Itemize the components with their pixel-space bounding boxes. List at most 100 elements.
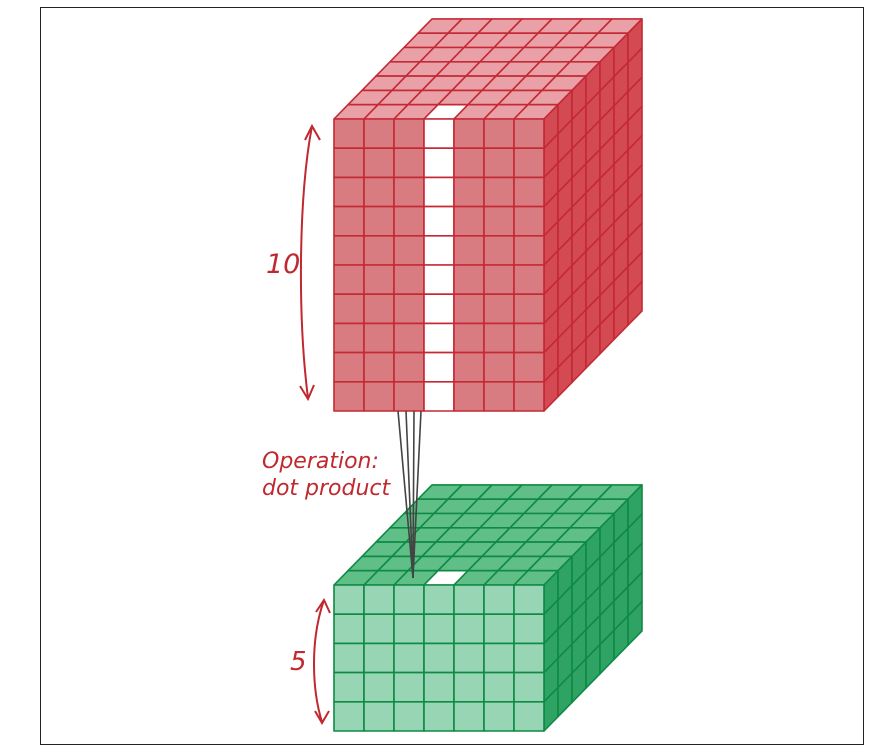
front-cell [483, 147, 515, 179]
front-cell [393, 700, 425, 732]
highlight-front-cell [423, 293, 455, 325]
front-cell [483, 351, 515, 383]
height-label-top: 10 [266, 249, 300, 280]
front-cell [453, 700, 485, 732]
front-cell [453, 380, 485, 412]
front-cell [393, 613, 425, 645]
front-cell [363, 235, 395, 266]
side-cell [627, 280, 643, 327]
front-cell [333, 351, 365, 383]
operation-label-line2: dot product [262, 476, 392, 501]
front-cell [453, 176, 485, 208]
front-cell [333, 205, 365, 237]
front-cell [363, 671, 395, 703]
height-arrow-top-head-up [304, 123, 321, 141]
front-cell [393, 147, 425, 179]
front-cell [513, 176, 545, 208]
front-cell [333, 671, 365, 703]
height-arrow-bottom [313, 599, 325, 723]
height-arrow-bottom-head-down [314, 710, 330, 725]
front-cell [423, 642, 455, 674]
front-cell [333, 584, 365, 616]
front-cell [483, 700, 515, 732]
front-cell [393, 176, 425, 208]
front-cell [453, 118, 485, 149]
front-cell [453, 671, 485, 703]
front-cell [333, 613, 365, 645]
front-cell [453, 642, 485, 674]
front-cell [363, 118, 395, 149]
front-cell [363, 380, 395, 412]
highlight-front-cell [423, 118, 455, 149]
front-cell [393, 322, 425, 354]
highlight-front-cell [423, 205, 455, 237]
front-cell [483, 176, 515, 208]
front-cell [333, 293, 365, 325]
front-cell [363, 264, 395, 296]
front-cell [393, 380, 425, 412]
front-cell [393, 671, 425, 703]
front-cell [423, 584, 455, 616]
front-cell [393, 118, 425, 149]
front-cell [453, 293, 485, 325]
connector-line [405, 410, 414, 579]
front-cell [423, 613, 455, 645]
dot-product-connectors [397, 410, 422, 579]
highlight-front-cell [423, 322, 455, 354]
front-cell [513, 380, 545, 412]
highlight-front-cell [423, 264, 455, 296]
height-arrow-top [299, 125, 313, 399]
connector-line [412, 410, 415, 579]
front-cell [363, 613, 395, 645]
operation-label-line1: Operation: [262, 449, 379, 474]
front-cell [393, 264, 425, 296]
front-cell [513, 671, 545, 703]
front-cell [483, 584, 515, 616]
front-cell [333, 176, 365, 208]
front-cell [513, 613, 545, 645]
front-cell [393, 235, 425, 266]
front-cell [363, 700, 395, 732]
front-cell [393, 642, 425, 674]
front-cell [453, 322, 485, 354]
front-cell [423, 671, 455, 703]
front-cell [453, 584, 485, 616]
front-cell [333, 700, 365, 732]
front-cell [333, 118, 365, 149]
side-cell [627, 600, 643, 647]
front-cell [453, 264, 485, 296]
front-cell [483, 118, 515, 149]
front-cell [483, 264, 515, 296]
connector-line [412, 410, 422, 579]
front-cell [513, 205, 545, 237]
front-cell [513, 235, 545, 266]
front-cell [333, 322, 365, 354]
front-cell [363, 205, 395, 237]
front-cell [453, 147, 485, 179]
front-cell [423, 700, 455, 732]
front-cell [483, 642, 515, 674]
highlight-front-cell [423, 147, 455, 179]
front-cell [453, 613, 485, 645]
input-block-red [333, 18, 643, 412]
front-cell [483, 671, 515, 703]
front-cell [453, 351, 485, 383]
front-cell [393, 205, 425, 237]
height-arrow-bottom-head-up [315, 597, 331, 614]
front-cell [483, 613, 515, 645]
front-cell [483, 205, 515, 237]
connector-line [397, 410, 414, 579]
front-cell [363, 351, 395, 383]
front-cell [513, 351, 545, 383]
front-cell [363, 642, 395, 674]
height-label-bottom: 5 [290, 647, 307, 677]
front-cell [453, 235, 485, 266]
front-cell [333, 147, 365, 179]
highlight-front-cell [423, 176, 455, 208]
front-cell [513, 322, 545, 354]
front-cell [333, 380, 365, 412]
front-cell [483, 293, 515, 325]
front-cell [363, 584, 395, 616]
front-cell [513, 264, 545, 296]
